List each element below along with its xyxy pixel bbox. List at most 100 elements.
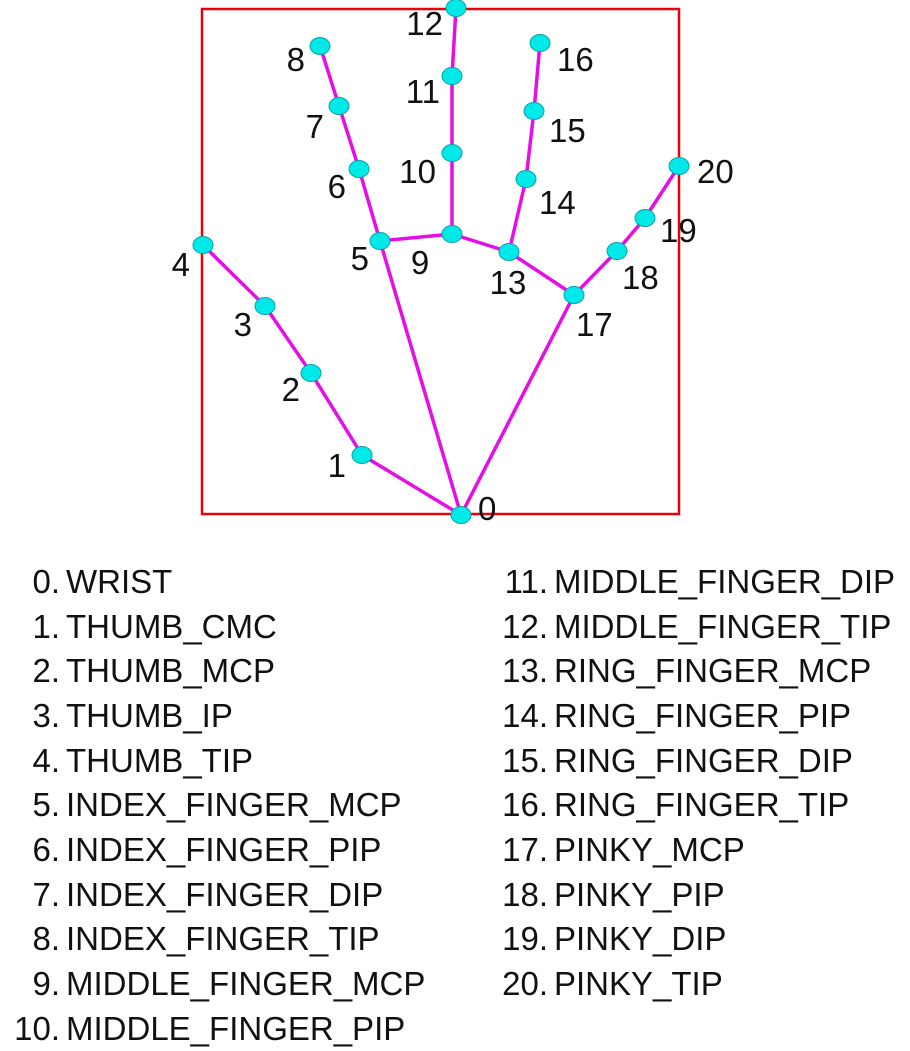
landmark-point-2 [300,364,322,382]
landmark-label-6: 6 [328,168,346,205]
legend-item-index: 14. [502,696,548,734]
landmark-point-11 [441,67,463,85]
landmark-label-5: 5 [351,240,369,277]
legend-item-index: 10. [14,1009,60,1047]
legend-item-index: 9. [32,965,60,1003]
legend-item-name: PINKY_DIP [554,920,727,958]
legend-item-name: THUMB_IP [66,696,233,734]
landmark-label-3: 3 [234,306,252,343]
landmark-label-19: 19 [660,212,697,249]
legend-item-name: THUMB_TIP [66,741,254,779]
connection-7-8 [318,44,341,108]
legend-item-name: THUMB_CMC [66,607,277,645]
legend-item: 12.MIDDLE_FINGER_TIP [490,604,895,649]
legend-item-name: THUMB_MCP [66,652,276,690]
legend-item-index: 0. [32,562,60,600]
connection-6-7 [337,104,361,171]
legend-item-name: INDEX_FINGER_DIP [66,875,384,913]
legend-item-index: 1. [32,607,60,645]
landmark-point-15 [523,102,545,120]
legend-item: 5.INDEX_FINGER_MCP [0,782,425,827]
legend-item-name: INDEX_FINGER_TIP [66,920,380,958]
legend-item-index: 2. [32,652,60,690]
connection-5-9 [378,232,454,243]
legend-item-index: 15. [502,741,548,779]
legend-item-name: INDEX_FINGER_PIP [66,830,382,868]
legend-item-name: PINKY_PIP [554,875,725,913]
landmark-label-8: 8 [287,41,305,78]
legend-item-index: 6. [32,830,60,868]
connection-19-20 [643,164,681,220]
legend-item: 6.INDEX_FINGER_PIP [0,827,425,872]
legend-item-index: 5. [32,786,60,824]
legend-item-name: MIDDLE_FINGER_TIP [554,607,892,645]
landmark-label-16: 16 [557,41,594,78]
landmark-point-12 [445,0,467,17]
legend-item: 13.RING_FINGER_MCP [490,648,895,693]
landmark-point-5 [369,232,391,250]
landmark-point-7 [328,97,350,115]
legend-item: 4.THUMB_TIP [0,738,425,783]
landmark-label-13: 13 [490,264,527,301]
connection-11-12 [450,6,458,78]
landmark-point-14 [515,170,537,188]
legend-item: 15.RING_FINGER_DIP [490,738,895,783]
legend-item: 10.MIDDLE_FINGER_PIP [0,1006,425,1051]
hand-bounding-box [200,7,681,516]
legend-item-name: PINKY_MCP [554,830,745,868]
legend-item-index: 19. [502,920,548,958]
connection-1-2 [309,371,364,457]
landmark-label-9: 9 [411,244,429,281]
legend-item-index: 12. [502,607,548,645]
landmark-label-7: 7 [306,108,324,145]
legend-item: 16.RING_FINGER_TIP [490,782,895,827]
landmark-point-6 [348,160,370,178]
legend-item-name: RING_FINGER_PIP [554,696,852,734]
landmark-label-20: 20 [697,153,734,190]
legend-item-name: PINKY_TIP [554,965,723,1003]
legend-item-name: MIDDLE_FINGER_MCP [66,965,426,1003]
legend-item-name: RING_FINGER_DIP [554,741,853,779]
landmark-point-13 [498,243,520,261]
connection-3-4 [201,243,267,308]
legend-item: 14.RING_FINGER_PIP [490,693,895,738]
legend-item-name: WRIST [66,562,173,600]
landmark-label-4: 4 [172,246,190,283]
legend-item: 7.INDEX_FINGER_DIP [0,872,425,917]
landmark-point-17 [563,286,585,304]
legend-item: 19.PINKY_DIP [490,917,895,962]
legend-item-name: MIDDLE_FINGER_DIP [554,562,896,600]
landmark-label-11: 11 [406,73,440,110]
landmark-point-16 [529,34,551,52]
legend-item: 20.PINKY_TIP [490,961,895,1006]
connection-0-17 [459,293,576,517]
landmark-label-12: 12 [406,5,443,42]
landmark-point-8 [309,37,331,55]
landmark-label-18: 18 [622,259,659,296]
legend-item-index: 11. [504,562,548,600]
legend-item-index: 3. [32,696,60,734]
connection-13-17 [507,250,576,297]
legend-item-name: RING_FINGER_MCP [554,652,872,690]
legend-item-index: 20. [502,965,548,1003]
legend-item: 17.PINKY_MCP [490,827,895,872]
connection-14-15 [524,109,536,181]
landmark-point-3 [254,297,276,315]
landmark-label-2: 2 [282,371,300,408]
landmark-label-0: 0 [478,490,496,527]
landmark-label-1: 1 [328,447,346,484]
landmark-point-4 [192,236,214,254]
legend-item-name: MIDDLE_FINGER_PIP [66,1009,406,1047]
legend-item-index: 16. [502,786,548,824]
legend-item: 9.MIDDLE_FINGER_MCP [0,961,425,1006]
legend-item-name: RING_FINGER_TIP [554,786,850,824]
landmark-point-9 [441,225,463,243]
connection-13-14 [507,177,528,254]
landmark-point-18 [606,242,628,260]
connection-0-5 [378,239,463,517]
connection-0-1 [360,453,463,517]
